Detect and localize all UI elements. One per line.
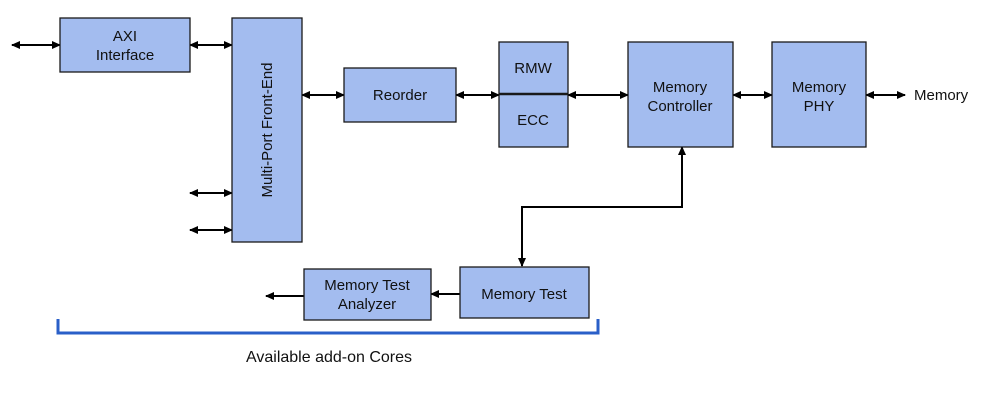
add-on-cores-caption: Available add-on Cores bbox=[246, 349, 412, 366]
memory-phy-block: Memory PHY bbox=[771, 41, 867, 148]
analyzer-label-line-2: Analyzer bbox=[338, 296, 396, 313]
reorder-label: Reorder bbox=[373, 87, 427, 104]
axi-interface-block: AXI Interface bbox=[59, 17, 191, 73]
external-memory-label: Memory bbox=[914, 87, 969, 104]
phy-label-line-1: Memory bbox=[792, 79, 847, 96]
ecc-label: ECC bbox=[517, 112, 549, 129]
connections bbox=[11, 41, 906, 300]
memory-test-label: Memory Test bbox=[481, 286, 567, 303]
axi-label-line-2: Interface bbox=[96, 47, 154, 64]
front-end-label: Multi-Port Front-End bbox=[259, 62, 276, 197]
analyzer-label-line-1: Memory Test bbox=[324, 277, 410, 294]
controller-label-line-2: Controller bbox=[647, 98, 712, 115]
rmw-ecc-block: RMW ECC bbox=[498, 41, 569, 148]
axi-label-line-1: AXI bbox=[113, 28, 137, 45]
memory-controller-block: Memory Controller bbox=[627, 41, 734, 148]
memory-test-block: Memory Test bbox=[459, 266, 590, 319]
add-on-cores-bracket bbox=[56, 319, 600, 335]
controller-label-line-1: Memory bbox=[653, 79, 708, 96]
phy-label-line-2: PHY bbox=[804, 98, 835, 115]
rmw-label: RMW bbox=[514, 60, 552, 77]
test-controller-connector bbox=[518, 146, 686, 267]
memory-test-analyzer-block: Memory Test Analyzer bbox=[303, 268, 432, 321]
multi-port-front-end-block: Multi-Port Front-End bbox=[231, 17, 303, 243]
reorder-block: Reorder bbox=[343, 67, 457, 123]
